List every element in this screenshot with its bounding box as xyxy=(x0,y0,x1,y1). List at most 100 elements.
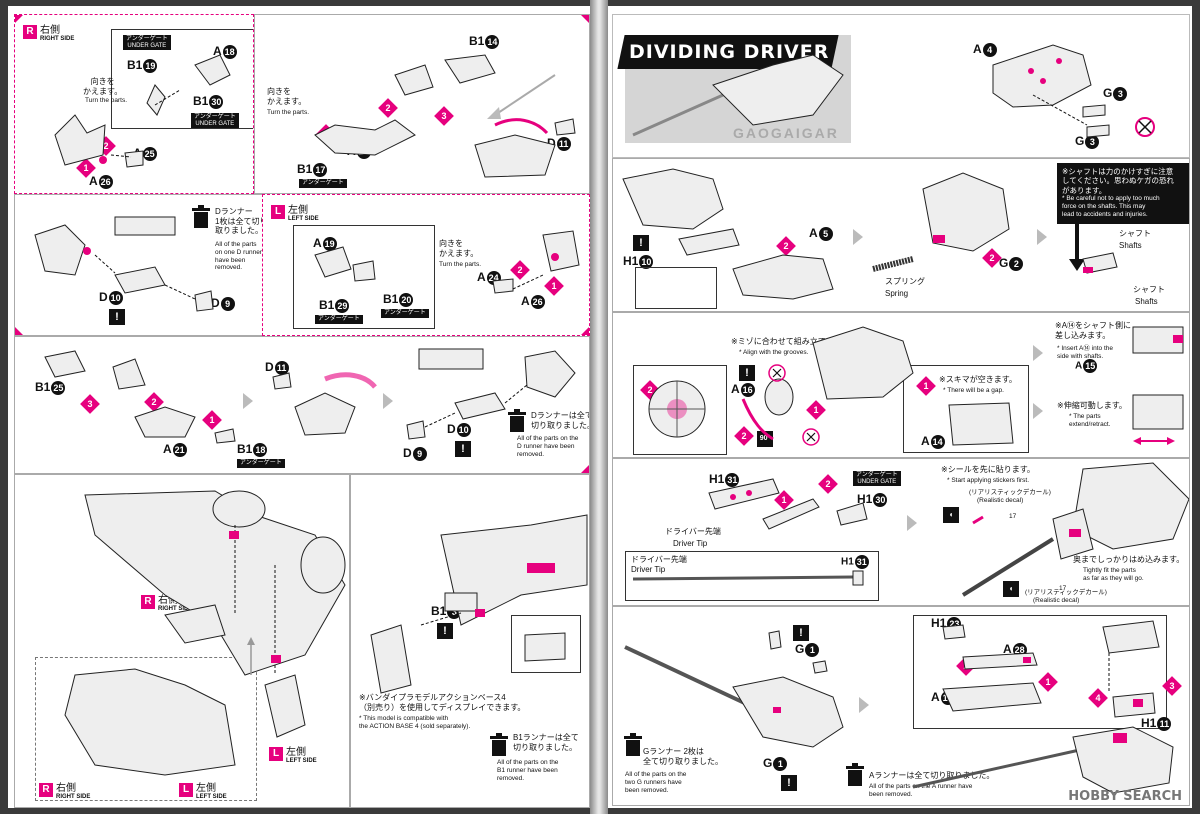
gap-note-jp: ※スキマが空きます。 xyxy=(939,375,1017,384)
side-letter: R xyxy=(23,24,37,39)
spring-label-jp: スプリング xyxy=(885,277,925,286)
under-gate-tag: アンダーゲート xyxy=(315,315,363,324)
caution-badge: ! xyxy=(781,775,797,791)
g-runner-note-en: All of the parts on the two G runners ha… xyxy=(625,771,687,794)
groove-note-jp: ※ミゾに合わせて組み立てます。 xyxy=(731,337,849,346)
panel1-drawing xyxy=(54,54,231,168)
detail-box xyxy=(633,365,727,455)
detail-box-2 xyxy=(903,365,1029,453)
decal-badge-2: ◖ xyxy=(1003,581,1019,597)
panel3-drawing xyxy=(34,216,214,312)
runner-note-jp: Dランナーは全て 切り取りました。 xyxy=(531,411,590,430)
runner-note-jp: Dランナー 1枚は全て切り 取りました。 xyxy=(215,207,264,236)
step-panel-d-runner: Dランナー 1枚は全て切り 取りました。 All of the parts on… xyxy=(14,194,264,336)
turn-note-en: Turn the parts. xyxy=(267,109,310,116)
watermark: HOBBY SEARCH xyxy=(1068,789,1182,804)
shaft-label-en: Shafts xyxy=(1119,241,1142,250)
flow-arrow xyxy=(907,515,917,531)
caution-badge: ! xyxy=(437,623,453,639)
detail-box xyxy=(111,29,253,129)
caution-badge: ! xyxy=(633,235,649,251)
driver-tip-label-2-en: Driver Tip xyxy=(631,565,666,574)
trash-icon xyxy=(490,733,508,756)
panel5-drawing xyxy=(44,348,576,444)
detail-box xyxy=(913,615,1167,729)
decal-badge: ◖ xyxy=(943,507,959,523)
trash-icon-2 xyxy=(846,763,864,786)
shaft-label-2-en: Shafts xyxy=(1135,297,1158,306)
under-gate-tag: アンダーゲート xyxy=(299,179,347,188)
detail-box xyxy=(635,267,717,309)
side-en: RIGHT SIDE xyxy=(40,36,75,42)
turn-note-jp: 向きを かえます。 xyxy=(83,77,123,96)
flow-arrow xyxy=(859,697,869,713)
panel7-drawing xyxy=(370,514,588,694)
extend-note-en: * The parts extend/retract. xyxy=(1069,413,1111,428)
caution-badge: ! xyxy=(109,309,125,325)
decal-number-2: 17 xyxy=(1059,585,1067,592)
caution-badge: ! xyxy=(455,441,471,457)
decal-note-en: (Realistic decal) xyxy=(977,497,1024,504)
flow-arrow xyxy=(1033,345,1043,361)
driver-tip-label-jp: ドライバー先端 xyxy=(665,527,721,536)
fit-note-en: Tightly fit the parts as far as they wil… xyxy=(1083,567,1144,582)
spring-label-en: Spring xyxy=(885,289,909,298)
flow-arrow-2 xyxy=(1033,403,1043,419)
sticker-note-jp: ※シールを先に貼ります。 xyxy=(941,465,1035,474)
insert-note-en: * Insert A⑭ into the side with shafts. xyxy=(1057,345,1114,360)
side-letter: L xyxy=(271,204,285,219)
r3-drawing xyxy=(648,326,1184,446)
runner-note-en: All of the parts on one D runner have be… xyxy=(215,241,262,272)
runner-note-en: All of the parts on the B1 runner have b… xyxy=(497,759,559,782)
turn-note-en: Turn the parts. xyxy=(439,261,482,268)
inset-view xyxy=(35,657,257,801)
step-panel-groove-assembly: ※ミゾに合わせて組み立てます。 * Align with the grooves… xyxy=(612,312,1190,458)
flow-arrow xyxy=(853,229,863,245)
panel2-drawing xyxy=(314,54,576,178)
r5-drawing xyxy=(624,620,1174,794)
detail-box xyxy=(511,615,581,673)
trash-icon xyxy=(624,733,642,756)
runner-note-jp: B1ランナーは全て 切り取りました。 xyxy=(513,733,579,752)
base-note-jp: ※バンダイプラモデルアクションベース4 （別売り）を使用してディスプレイできます… xyxy=(359,693,526,712)
panel4-drawing xyxy=(314,230,580,294)
turn-note-jp: 向きを かえます。 xyxy=(439,239,479,258)
gap-note-en: * There will be a gap. xyxy=(943,387,1004,394)
decal-note-2-jp: (リアリスティックデカール) xyxy=(1025,589,1107,596)
flow-arrow-2 xyxy=(1037,229,1047,245)
driver-tip-label-en: Driver Tip xyxy=(673,539,708,548)
side-jp: 左側 xyxy=(288,205,308,216)
flow-arrow xyxy=(243,393,253,409)
